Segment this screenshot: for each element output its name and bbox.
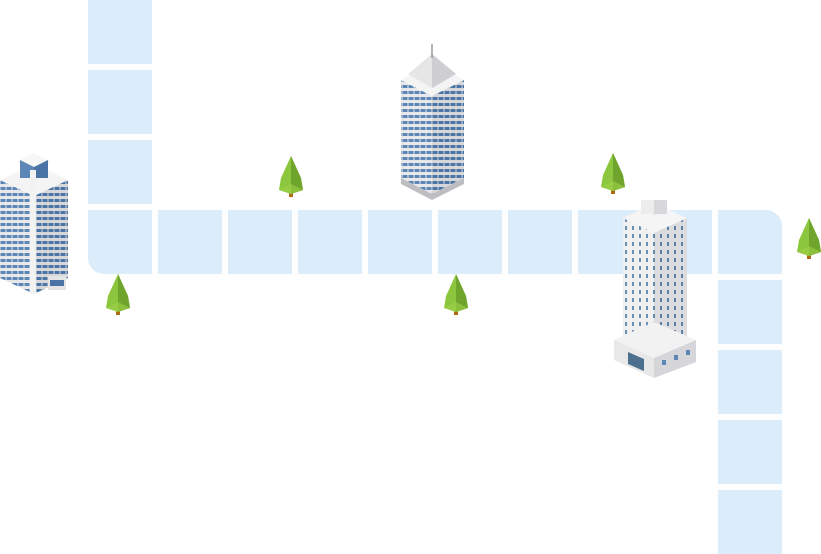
road-tile — [438, 210, 502, 274]
road-tile — [508, 210, 572, 274]
road-tile — [718, 210, 782, 274]
apartment-tower-icon — [614, 200, 696, 378]
tree-icon — [279, 156, 303, 197]
road-tile — [298, 210, 362, 274]
tree-icon — [601, 153, 625, 194]
tree-icon — [444, 274, 468, 315]
road-tile — [88, 140, 152, 204]
road-tile — [368, 210, 432, 274]
road-tile — [718, 420, 782, 484]
road-tile — [718, 490, 782, 554]
road-tile — [718, 350, 782, 414]
road-tile — [228, 210, 292, 274]
road-tile — [158, 210, 222, 274]
tree-icon — [797, 218, 821, 259]
office-tower-icon — [0, 153, 68, 294]
tree-icon — [106, 274, 130, 315]
road-tile — [88, 0, 152, 64]
road-tile — [88, 70, 152, 134]
skyscraper-icon — [401, 44, 464, 200]
road-tile — [88, 210, 152, 274]
road-tile — [718, 280, 782, 344]
